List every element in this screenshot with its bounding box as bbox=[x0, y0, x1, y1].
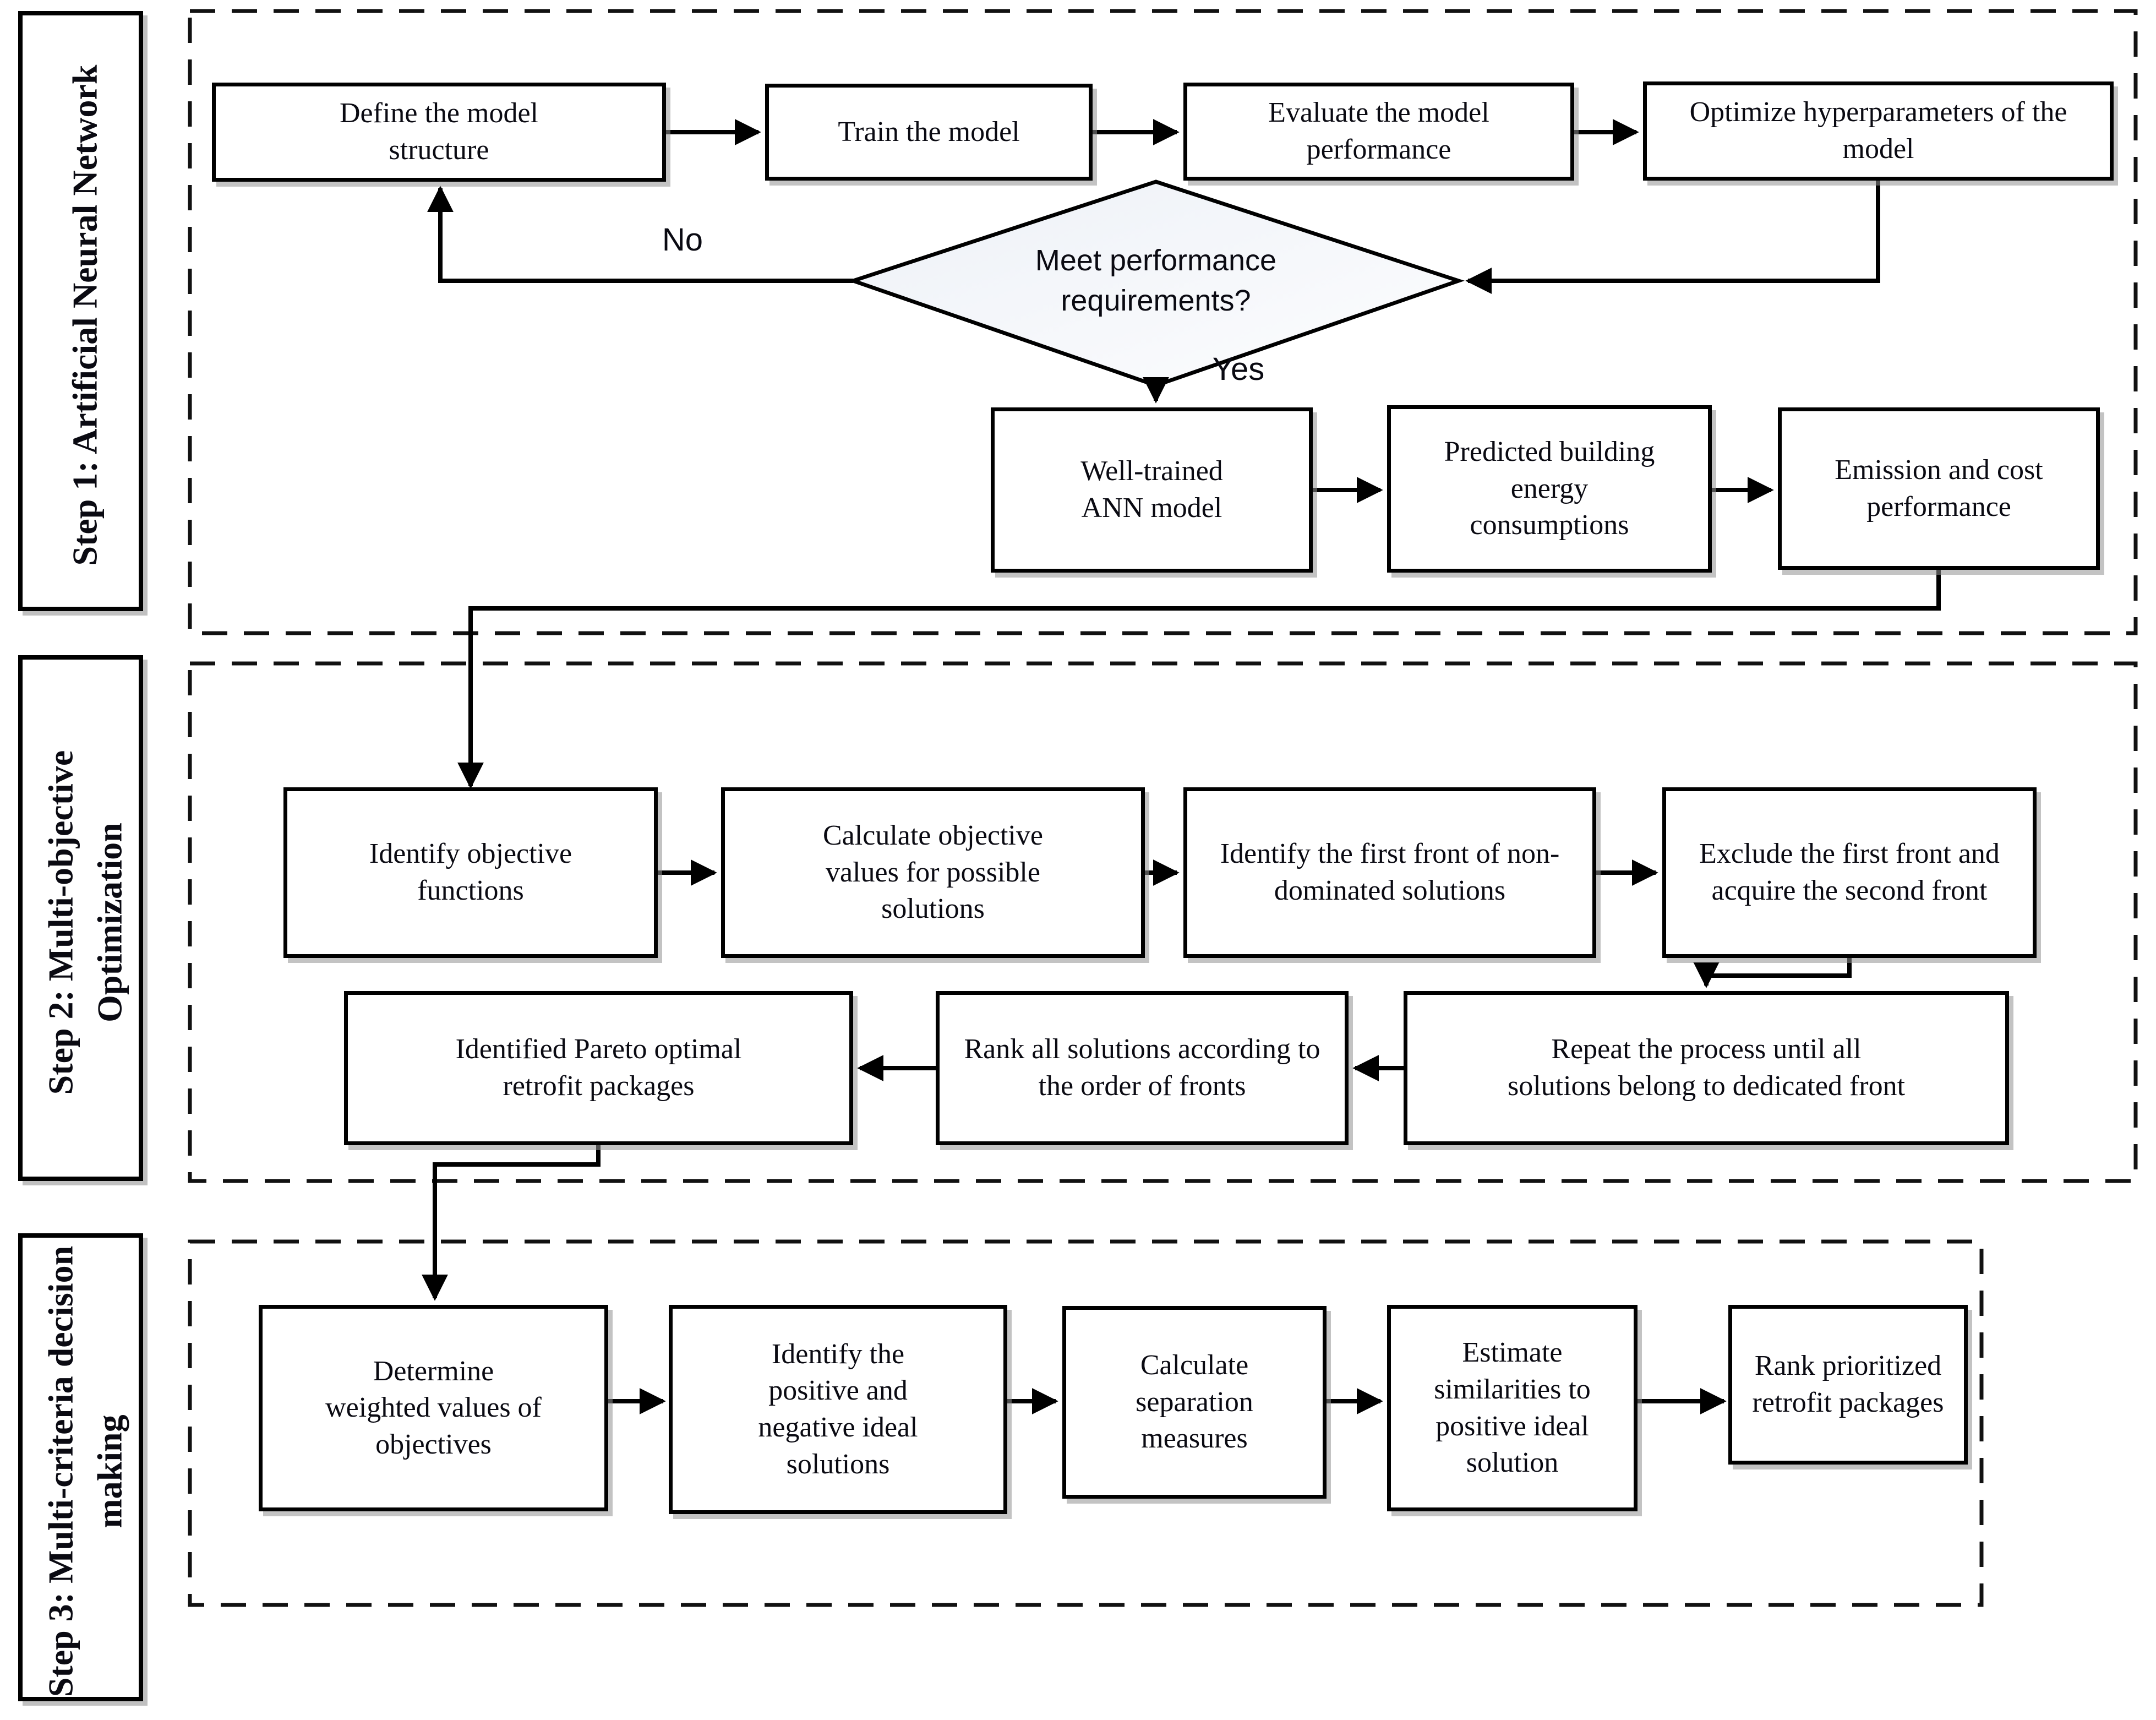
connector-pareto-to-weighted bbox=[422, 1145, 601, 1301]
box-define-model-structure: Define the model structure bbox=[212, 83, 666, 182]
step2-dashed-container bbox=[188, 661, 2138, 1183]
box-determine-weighted-values: Determine weighted values of objectives bbox=[259, 1305, 608, 1511]
box-exclude-first-front: Exclude the first front and acquire the … bbox=[1662, 787, 2037, 958]
box-predicted-energy: Predicted building energy consumptions bbox=[1387, 405, 1712, 573]
step1-label: Step 1: Artificial Neural Network bbox=[65, 64, 105, 566]
step1-label-box: Step 1: Artificial Neural Network bbox=[18, 11, 143, 611]
step1-dashed-container bbox=[188, 9, 2138, 635]
connector-optimize-to-diamond bbox=[1465, 181, 1880, 294]
connector-exclude-to-repeat bbox=[1693, 958, 1852, 988]
connector-no-loop-to-define bbox=[427, 186, 853, 283]
step2-label-box: Step 2: Multi-objective Optimization bbox=[18, 655, 143, 1181]
connector-emission-to-identify-objectives bbox=[457, 570, 1941, 789]
box-estimate-similarities: Estimate similarities to positive ideal … bbox=[1387, 1305, 1638, 1511]
box-rank-all-solutions: Rank all solutions according to the orde… bbox=[936, 991, 1349, 1145]
branch-yes-label: Yes bbox=[1212, 351, 1265, 387]
box-calculate-objective-values: Calculate objective values for possible … bbox=[721, 787, 1145, 958]
box-identify-first-front: Identify the first front of non-dominate… bbox=[1183, 787, 1596, 958]
box-calculate-separation-measures: Calculate separation measures bbox=[1062, 1306, 1327, 1499]
box-emission-cost: Emission and cost performance bbox=[1778, 407, 2100, 570]
box-repeat-process: Repeat the process until all solutions b… bbox=[1404, 991, 2009, 1145]
box-evaluate-performance: Evaluate the model performance bbox=[1183, 83, 1574, 181]
box-train-model: Train the model bbox=[765, 84, 1093, 181]
box-identified-pareto: Identified Pareto optimal retrofit packa… bbox=[344, 991, 853, 1145]
box-identify-objective-functions: Identify objective functions bbox=[283, 787, 658, 958]
box-well-trained-ann: Well-trained ANN model bbox=[991, 407, 1313, 573]
step3-label-box: Step 3: Multi-criteria decision making bbox=[18, 1233, 143, 1701]
step2-label: Step 2: Multi-objective Optimization bbox=[41, 750, 129, 1095]
box-rank-prioritized-packages: Rank prioritized retrofit packages bbox=[1728, 1305, 1968, 1465]
diamond-question-text: Meet performance requirements? bbox=[1035, 244, 1277, 317]
branch-no-label: No bbox=[662, 221, 703, 258]
step3-label: Step 3: Multi-criteria decision making bbox=[41, 1245, 129, 1697]
step3-dashed-container bbox=[188, 1239, 1984, 1607]
box-optimize-hyperparameters: Optimize hyperparameters of the model bbox=[1643, 81, 2114, 181]
box-identify-ideal-solutions: Identify the positive and negative ideal… bbox=[669, 1305, 1007, 1514]
